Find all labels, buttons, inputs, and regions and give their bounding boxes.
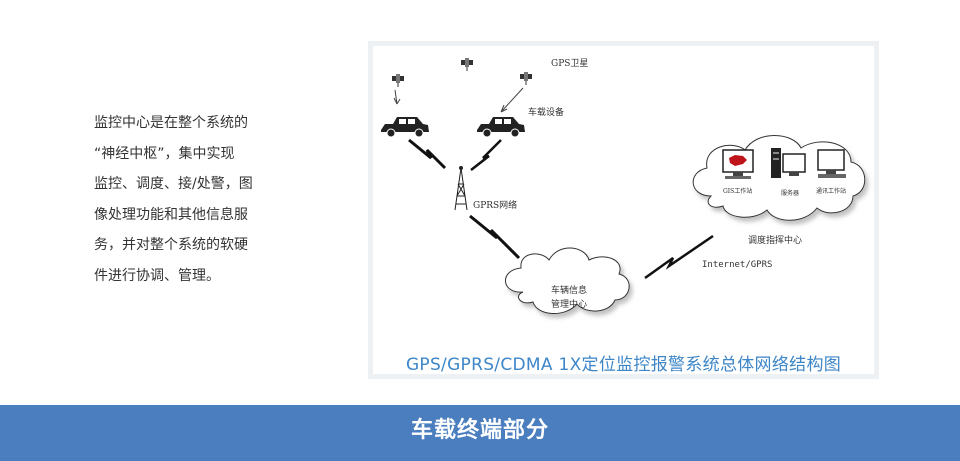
car-icon: [477, 117, 525, 138]
comm-workstation-icon: [817, 149, 846, 178]
diagram-caption: GPS/GPRS/CDMA 1X定位监控报警系统总体网络结构图: [405, 355, 842, 375]
internet-gprs-label: Internet/GPRS: [702, 260, 773, 270]
signal-arrow: [500, 87, 524, 113]
intro-line: 务，并对整个系统的软硬: [94, 237, 248, 253]
gis-workstation-label: GIS工作站: [723, 188, 753, 195]
network-diagram-graphics: [381, 58, 866, 314]
gprs-network-label: GPRS网络: [473, 201, 518, 211]
intro-text: 监控中心是在整个系统的 “神经中枢”，集中实现 监控、调度、接/处警，图 像处理…: [94, 108, 294, 291]
wireless-link: [644, 234, 714, 280]
network-diagram: GPS卫星 车载设备 GPRS网络 车辆信息 管理中心 Internet/GPR…: [368, 41, 879, 379]
intro-line: 监控中心是在整个系统的: [94, 115, 248, 131]
intro-line: 监控、调度、接/处警，图: [94, 176, 253, 192]
section-title: 车载终端部分: [410, 418, 549, 443]
server-icon: [771, 148, 806, 178]
intro-line: 像处理功能和其他信息服: [94, 206, 248, 223]
satellite-icon: [392, 74, 404, 87]
vehicle-info-center-cloud: [505, 247, 630, 314]
server-label: 服务器: [781, 190, 800, 197]
vehicle-info-center-label: 车辆信息 管理中心: [550, 286, 587, 310]
wireless-link: [470, 139, 502, 171]
gis-workstation-icon: [722, 149, 754, 179]
intro-line: 件进行协调、管理。: [94, 267, 220, 284]
vehicle-device-label: 车载设备: [528, 108, 565, 118]
wireless-link: [469, 214, 521, 260]
intro-line: “神经中枢”，集中实现: [94, 145, 235, 162]
satellite-icon: [520, 72, 532, 85]
satellite-icon: [461, 58, 473, 71]
comm-workstation-label: 通讯工作站: [816, 188, 847, 195]
car-icon: [381, 117, 429, 138]
gps-satellite-label: GPS卫星: [551, 59, 589, 69]
section-banner: 车载终端部分: [0, 405, 960, 461]
signal-arrow: [393, 89, 401, 105]
tower-icon: [454, 166, 468, 211]
network-diagram-canvas: GPS卫星 车载设备 GPRS网络 车辆信息 管理中心 Internet/GPR…: [373, 46, 874, 375]
dispatch-center-label: 调度指挥中心: [748, 236, 803, 246]
wireless-link: [408, 138, 447, 170]
